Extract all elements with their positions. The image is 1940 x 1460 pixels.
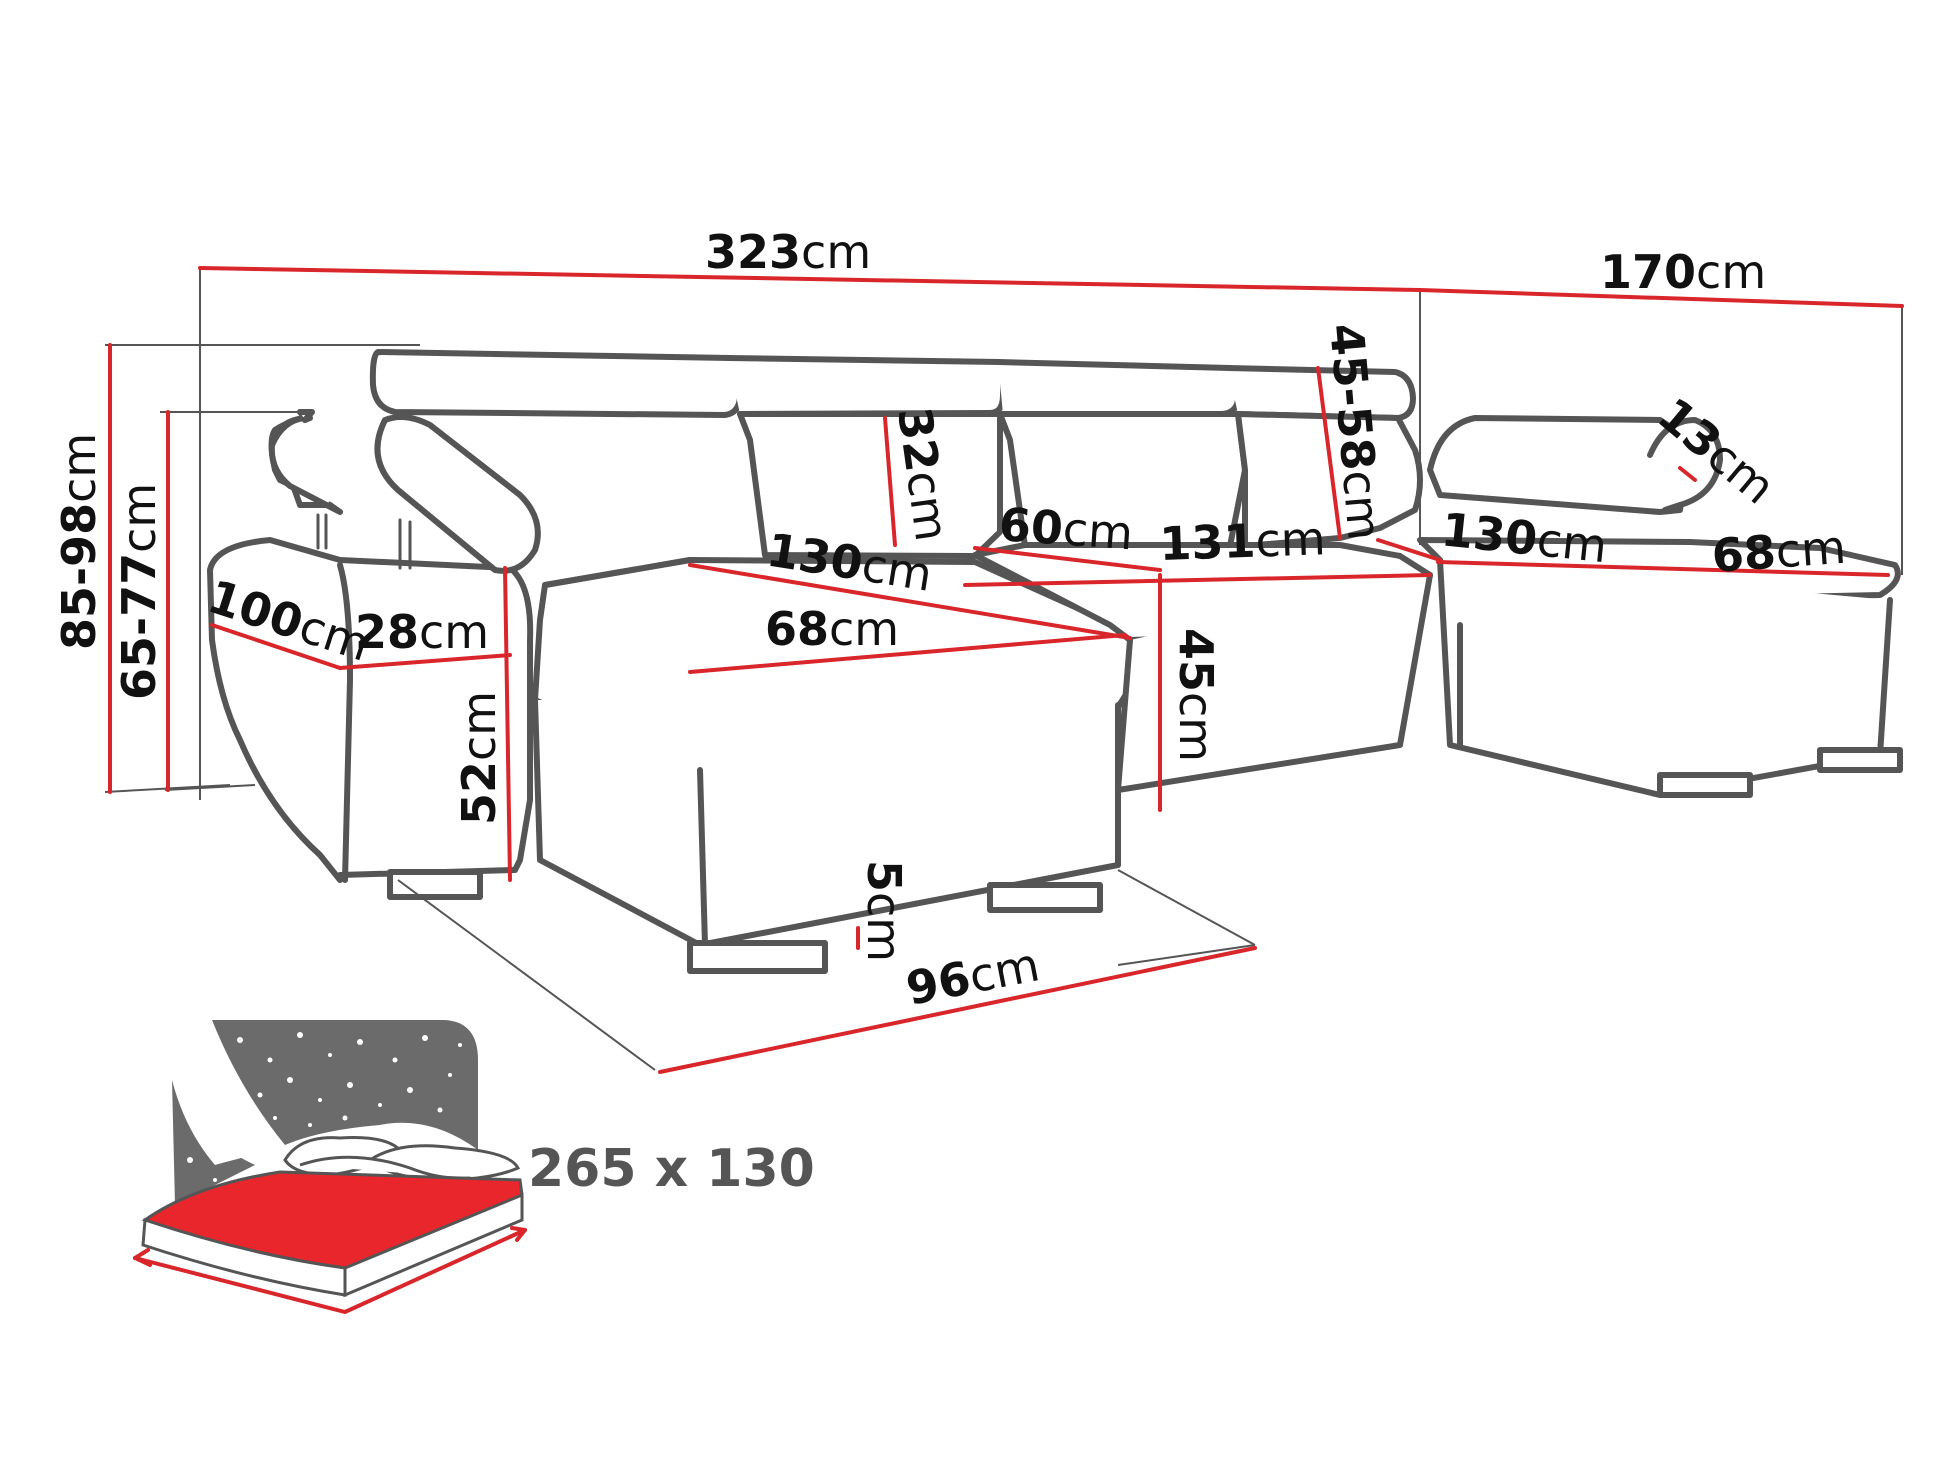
dim-line-chaise-depth	[658, 946, 1257, 1074]
label-right-chaise-length: 130cm	[1439, 502, 1610, 573]
dim-line-headrest-thick	[1678, 466, 1697, 482]
dim-line-headrest	[883, 416, 897, 547]
dim-line-right-chaise-len	[1376, 538, 1442, 562]
label-chaise-depth: 96cm	[902, 937, 1044, 1016]
dim-line-left-chaise-len	[688, 563, 1132, 640]
dim-line-back-range	[1316, 366, 1342, 540]
dim-line-right-depth	[1418, 288, 1904, 308]
night-sky	[212, 1020, 478, 1150]
foot	[987, 882, 1103, 913]
dim-line-left-depth	[210, 623, 342, 670]
dim-line-total-width	[198, 266, 1422, 292]
label-leg-height: 5cm	[857, 860, 911, 962]
stars	[187, 1032, 462, 1182]
left-armrest	[207, 537, 534, 883]
label-armrest-width: 28cm	[355, 605, 489, 659]
dim-line-armrest	[338, 653, 512, 670]
label-seat-depth: 60cm	[997, 497, 1135, 560]
back-headrest	[369, 349, 746, 418]
sleeping-function-icon	[133, 1020, 527, 1315]
label-seat-height-left: 52cm	[452, 691, 506, 825]
foot	[1817, 747, 1903, 773]
sofa-outline	[207, 349, 1903, 974]
dim-line-seat-depth	[973, 546, 1162, 572]
label-left-chaise-width: 68cm	[765, 602, 899, 656]
label-seat-height: 45cm	[1169, 628, 1223, 762]
label-right-chaise-width: 68cm	[1710, 520, 1848, 583]
right-headrest	[1427, 415, 1693, 515]
bed-size-label: 265 x 130	[528, 1139, 815, 1199]
dim-line-right-chaise-w	[1436, 560, 1890, 577]
foot	[687, 940, 828, 974]
foot	[1657, 772, 1753, 798]
label-height-back: 65-77cm	[112, 483, 166, 700]
dimension-lines	[108, 266, 1904, 1074]
label-headrest-height: 32cm	[887, 404, 959, 544]
label-back-range: 45-58cm	[1319, 321, 1392, 542]
label-total-width: 323cm	[705, 225, 871, 279]
dim-line-seat-height-left	[503, 566, 512, 882]
label-right-depth: 170cm	[1600, 245, 1766, 299]
dim-line-left-chaise-w	[688, 633, 1127, 674]
guide-lines	[104, 268, 1903, 1071]
dim-line-middle-width	[963, 573, 1432, 587]
label-height-max: 85-98cm	[52, 433, 106, 650]
label-middle-width: 131cm	[1158, 511, 1326, 571]
